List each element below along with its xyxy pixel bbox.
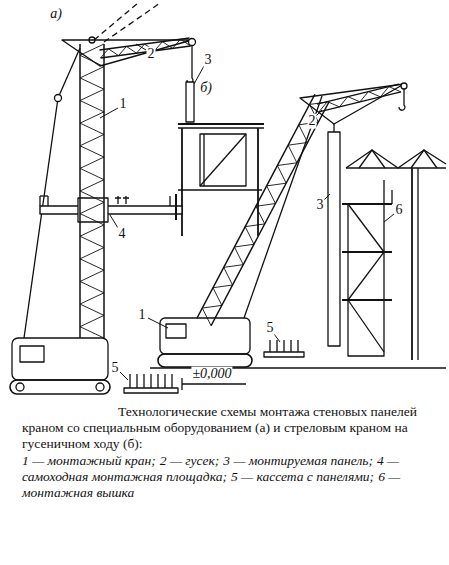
jib-position — [94, 3, 138, 40]
callout-number: 2 — [308, 114, 317, 129]
callout-number: 6 — [395, 203, 404, 218]
panel — [186, 82, 194, 122]
crane-b — [150, 83, 446, 368]
callout-number: 5 — [111, 361, 120, 376]
railing — [169, 196, 170, 206]
hoist-rope — [191, 45, 192, 72]
callout-number: 1 — [138, 308, 147, 323]
tower-platform — [342, 204, 392, 300]
pulley — [401, 83, 407, 89]
scheme-letter: б) — [199, 81, 213, 96]
column — [257, 128, 259, 236]
scheme-letter: а) — [49, 7, 63, 22]
cassette-base — [264, 352, 304, 357]
chord — [103, 44, 105, 338]
railing — [384, 180, 392, 204]
cassette-panels — [270, 340, 298, 352]
railing — [39, 196, 40, 206]
key-entry: 5 — кассета с панелями; — [231, 469, 374, 484]
mounting-platform — [40, 206, 182, 214]
beam — [178, 189, 262, 190]
backstay — [58, 48, 80, 98]
railing — [47, 196, 48, 206]
gusek — [62, 40, 192, 66]
roof-truss — [346, 150, 446, 168]
hoist-rope — [403, 89, 404, 100]
hook — [399, 100, 405, 110]
slab — [178, 123, 264, 125]
column — [181, 128, 183, 236]
mounting-tower — [348, 204, 384, 356]
backstay — [24, 98, 58, 338]
callout-number: 3 — [316, 198, 325, 213]
cab-window — [166, 324, 186, 338]
key-entry: 2 — гусек; — [160, 453, 219, 468]
crane-body — [160, 318, 250, 354]
column — [411, 168, 413, 360]
callout-number: 3 — [204, 53, 213, 68]
level-tick — [181, 378, 182, 390]
roof-chord — [346, 167, 446, 168]
cassette-panels — [130, 374, 172, 388]
tower-brace — [348, 204, 384, 352]
crawler-track — [10, 380, 110, 394]
pulley — [189, 39, 196, 46]
crane-mast — [80, 44, 104, 338]
crane-boom — [197, 94, 329, 325]
callout-number: 2 — [147, 47, 156, 62]
cab-window — [20, 346, 44, 362]
caption-block: Технологические схемы монтажа стеновых п… — [22, 404, 440, 501]
key-entry: 1 — монтажный кран; — [22, 453, 156, 468]
worker — [115, 196, 129, 204]
slab — [178, 127, 264, 128]
jib-position — [104, 3, 160, 42]
gusek-web — [99, 38, 190, 58]
track-wheel — [96, 383, 104, 391]
caption: Технологические схемы монтажа стеновых п… — [22, 404, 440, 453]
column — [417, 168, 418, 360]
callout-number: 4 — [118, 227, 127, 242]
leader-lines — [100, 44, 394, 380]
lattice-web — [202, 102, 329, 326]
caption-key: 1 — монтажный кран; 2 — гусек; 3 — монтиру… — [22, 453, 440, 502]
level-line — [182, 383, 246, 384]
sling — [333, 124, 334, 132]
truss-web — [359, 150, 437, 168]
track-wheel — [16, 383, 24, 391]
lattice-web — [319, 87, 401, 112]
callout-number: 5 — [266, 321, 275, 336]
crawler-track — [158, 354, 252, 367]
callout-number: 1 — [119, 97, 128, 112]
panel-brace — [200, 134, 246, 186]
gusek-web — [317, 84, 401, 112]
lattice-web — [80, 44, 104, 338]
chord — [211, 102, 329, 326]
level-mark: ±0,000 — [191, 367, 232, 382]
railing — [40, 195, 48, 196]
panel — [328, 132, 340, 346]
wall-panel — [200, 134, 246, 186]
crane-body — [12, 338, 108, 380]
crane-a — [10, 3, 264, 394]
platform-end — [175, 194, 177, 220]
key-entry: 3 — монтируемая панель; — [223, 453, 373, 468]
panel-edge — [203, 134, 204, 186]
cassette-base — [124, 388, 178, 393]
pulley — [55, 95, 62, 102]
